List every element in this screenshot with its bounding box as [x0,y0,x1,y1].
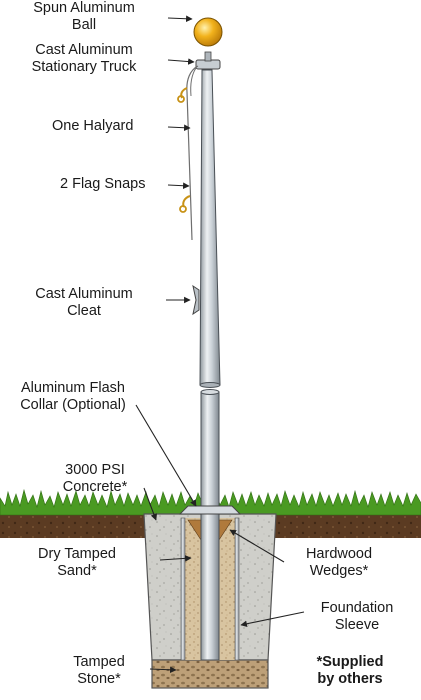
label-flag-snaps: 2 Flag Snaps [60,176,146,192]
leader-wedges [229,529,285,563]
foundation-sleeve-left [180,517,186,661]
pole-break-bottom [199,382,221,388]
flag-snap-lower [179,195,191,213]
cast-aluminum-cleat [192,284,200,316]
label-cleat: Cast Aluminum Cleat [35,286,133,319]
label-halyard: One Halyard [52,118,134,134]
pole-break-top [200,389,220,395]
leader-snaps [167,182,190,190]
label-stationary-truck: Cast Aluminum Stationary Truck [31,42,137,75]
flash-collar [178,505,242,515]
halyard-rope [186,65,199,241]
label-concrete: 3000 PSI Concrete* [62,462,128,495]
pole-lower-section [200,391,220,661]
leader-sleeve [240,611,305,628]
tamped-stone [151,659,269,689]
label-flash-collar: Aluminum Flash Collar (Optional) [20,380,126,413]
label-tamped-stone: Tamped Stone* [73,654,125,687]
leader-ball [167,15,193,23]
label-supplied-by-others: *Supplied by others [316,654,384,687]
stationary-truck [195,51,221,70]
label-wedges: Hardwood Wedges* [305,546,373,579]
halyard-rope-2 [190,67,197,97]
foundation-sleeve-right [234,517,240,661]
leader-collar [135,404,197,507]
pole-upper-section [199,69,221,386]
label-foundation-sleeve: Foundation Sleeve [320,600,394,633]
leader-halyard [167,124,191,132]
leader-stone [149,666,177,674]
leader-concrete [143,487,158,521]
flag-snap-upper [177,87,188,103]
label-spun-aluminum-ball: Spun Aluminum Ball [33,0,135,33]
label-sand: Dry Tamped Sand* [38,546,116,579]
spun-aluminum-ball [193,17,223,47]
leader-sand [159,555,192,562]
leader-truck [167,58,195,65]
leader-lines [135,15,305,674]
